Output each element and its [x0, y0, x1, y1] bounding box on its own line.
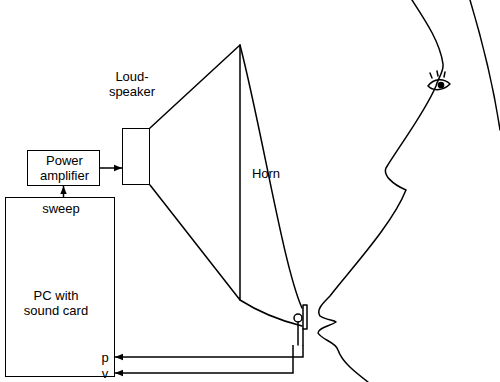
probe-capsule — [303, 305, 307, 329]
signal-arrow — [100, 167, 122, 169]
signal-arrow — [115, 345, 303, 357]
signal-name: v — [98, 366, 112, 381]
signal-arrow — [115, 345, 293, 373]
component-label: Power amplifier — [28, 153, 101, 183]
eye-lashes — [430, 71, 445, 78]
eye-symbol — [428, 80, 450, 90]
horn-outline — [240, 45, 302, 308]
component-label: Loud- speaker — [101, 69, 163, 99]
loudspeaker-magnet: Loud- speaker — [122, 128, 150, 185]
horn-outline — [240, 300, 302, 326]
eye-pupil — [438, 82, 443, 87]
probe-rod — [302, 329, 304, 345]
component-label: PC with sound card — [16, 288, 96, 318]
port-label: sweep — [36, 201, 86, 216]
head-outline — [470, 0, 500, 130]
microphone-symbol — [294, 314, 302, 322]
horn-region: Horn — [236, 150, 306, 345]
face-profile — [318, 0, 443, 382]
signal-arrow — [63, 186, 65, 197]
component-label: Horn — [242, 166, 290, 181]
pc-box: sweeppvPC with sound card — [5, 197, 115, 377]
signal-name: p — [98, 350, 112, 365]
speaker-cone — [150, 45, 240, 300]
amplifier-box: Power amplifier — [27, 150, 100, 186]
probe-rod — [297, 322, 299, 345]
